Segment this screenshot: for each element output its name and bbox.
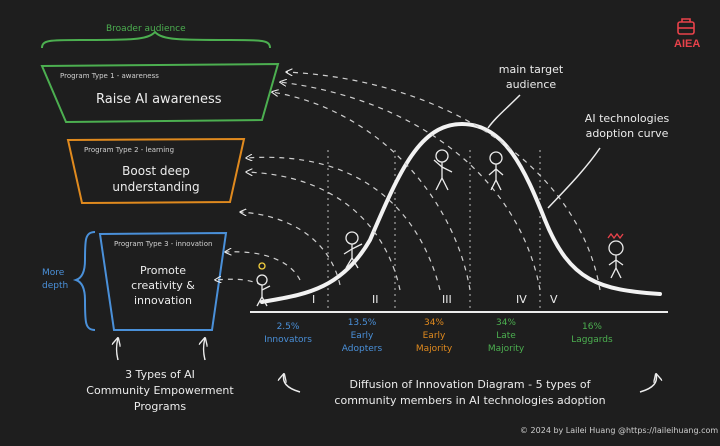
segment-3-name-line1: Early (422, 331, 446, 341)
target-annotation-line1: main target (498, 63, 564, 76)
roman-numeral-3: III (442, 293, 452, 306)
segment-5-pct: 16% (581, 322, 602, 332)
funnel-level-1-shape (40, 62, 280, 124)
innovator-figure (256, 262, 271, 307)
curve-annotation-line1: AI technologies (584, 112, 670, 125)
funnel-arrow-left (117, 338, 119, 361)
broader-audience-label: Broader audience (106, 24, 186, 34)
segment-dividers (327, 150, 541, 312)
segment-4-name-line1: Late (496, 331, 516, 341)
target-pointer (487, 94, 521, 129)
segment-2-pct: 13.5% (347, 318, 377, 328)
funnel-level-3-title-line3: innovation (133, 294, 193, 307)
funnel-level-2-shape (66, 137, 246, 205)
segment-4-pct: 34% (495, 318, 516, 328)
mapping-arrows (215, 72, 601, 291)
adoption-curve (260, 121, 662, 304)
early-majority-figure (433, 149, 453, 191)
segment-2-name-line2: Adopters (341, 344, 383, 354)
funnel-level-3-type: Program Type 3 - innovation (114, 240, 213, 248)
curve-caption-line2: community members in AI technologies ado… (334, 394, 606, 407)
segment-1-pct: 2.5% (276, 322, 300, 332)
funnel-caption-line2: Community Empowerment (86, 384, 234, 397)
top-brace (41, 30, 271, 49)
target-annotation-line2: audience (505, 78, 557, 91)
segment-3-pct: 34% (423, 318, 444, 328)
aiea-logo-text: AIEA (674, 38, 701, 50)
funnel-level-1-title: Raise AI awareness (96, 92, 222, 107)
aiea-logo-icon (677, 18, 695, 35)
caption-arrow-right (639, 374, 656, 393)
funnel-caption-line3: Programs (133, 400, 187, 413)
caption-arrow-left (284, 374, 301, 393)
roman-numeral-5: V (550, 293, 558, 306)
segment-2-name-line1: Early (350, 331, 374, 341)
funnel-level-2-title-line2: understanding (112, 180, 200, 194)
funnel-arrow-right (204, 338, 206, 361)
curve-caption-line1: Diffusion of Innovation Diagram - 5 type… (349, 378, 591, 391)
roman-numeral-2: II (372, 293, 379, 306)
roman-numeral-1: I (312, 293, 316, 306)
segment-5-name: Laggards (571, 335, 613, 345)
more-depth-label-line2: depth (42, 281, 69, 291)
early-adopter-figure (343, 231, 363, 269)
curve-pointer (547, 147, 601, 209)
funnel-level-1-type: Program Type 1 - awareness (60, 72, 159, 80)
roman-numeral-4: IV (516, 293, 527, 306)
funnel-level-3-title-line1: Promote (140, 264, 186, 277)
curve-annotation-line2: adoption curve (585, 127, 669, 140)
laggard-figure (607, 232, 624, 279)
more-depth-label-line1: More (42, 268, 65, 278)
segment-3-name-line2: Majority (415, 344, 453, 354)
funnel-level-2-title-line1: Boost deep (122, 164, 190, 178)
segment-4-name-line2: Majority (487, 344, 525, 354)
copyright-footer: © 2024 by Lailei Huang @https://laileihu… (520, 426, 719, 435)
funnel-level-2-type: Program Type 2 - learning (84, 146, 175, 154)
funnel-level-3-shape (98, 231, 228, 331)
funnel-caption-line1: 3 Types of AI (125, 368, 195, 381)
depth-brace (72, 231, 96, 331)
segment-1-name: Innovators (264, 335, 312, 345)
late-majority-figure (488, 151, 504, 191)
funnel-level-3-title-line2: creativity & (131, 279, 195, 292)
